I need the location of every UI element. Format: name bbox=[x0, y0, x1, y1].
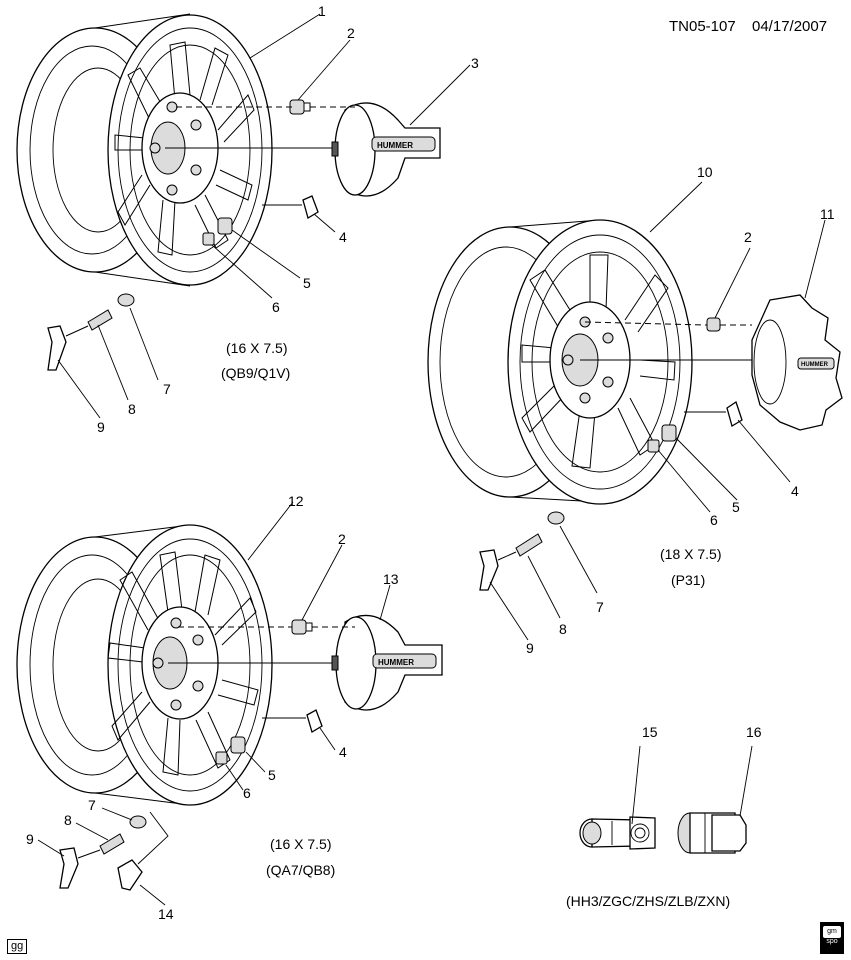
header-doc-id: TN05-107 bbox=[669, 18, 736, 35]
callout-1: 1 bbox=[318, 3, 326, 19]
grommet-3 bbox=[129, 815, 147, 829]
valve-stem-2 bbox=[515, 533, 543, 557]
grommet-1 bbox=[117, 293, 135, 307]
balance-weight-1 bbox=[302, 195, 319, 219]
wheel-2-size: (18 X 7.5) bbox=[660, 546, 722, 562]
callout-12: 12 bbox=[288, 493, 304, 509]
callout-10: 10 bbox=[697, 164, 713, 180]
header-date: 04/17/2007 bbox=[752, 18, 828, 35]
callout-4: 4 bbox=[339, 229, 347, 245]
wheel-3 bbox=[16, 524, 273, 806]
callout-6c: 6 bbox=[243, 785, 251, 801]
callout-2c: 2 bbox=[338, 531, 346, 547]
center-cap-13: HUMMER bbox=[331, 614, 443, 711]
callout-4b: 4 bbox=[791, 483, 799, 499]
wheel-1 bbox=[16, 13, 273, 287]
callout-8: 8 bbox=[128, 401, 136, 417]
wheel-assembly-1: HUMMER bbox=[16, 13, 471, 419]
cap-nut-1 bbox=[289, 99, 311, 115]
wheel-3-codes: (QA7/QB8) bbox=[266, 862, 336, 878]
callout-2: 2 bbox=[347, 25, 355, 41]
cap-brand-label-2: HUMMER bbox=[801, 362, 829, 368]
wheel-lock-16 bbox=[677, 745, 753, 854]
logo-text-bottom: spo bbox=[826, 938, 838, 945]
cap-nut-2 bbox=[706, 317, 721, 332]
callout-2b: 2 bbox=[744, 229, 752, 245]
valve-parts-1 bbox=[202, 217, 233, 246]
callout-16: 16 bbox=[746, 724, 762, 740]
wheel-assembly-3: HUMMER bbox=[16, 501, 443, 906]
callout-13: 13 bbox=[383, 571, 399, 587]
wheel-3-size: (16 X 7.5) bbox=[270, 836, 332, 852]
callout-9: 9 bbox=[97, 419, 105, 435]
callout-5b: 5 bbox=[732, 499, 740, 515]
cap-brand-label-1: HUMMER bbox=[377, 141, 413, 150]
tpms-sensor-2 bbox=[479, 549, 499, 591]
cap-brand-label-3: HUMMER bbox=[378, 658, 414, 667]
wheel-2 bbox=[427, 219, 693, 505]
logo-text-top: gm bbox=[823, 926, 841, 938]
artist-tag: gg bbox=[7, 939, 28, 954]
callout-5c: 5 bbox=[268, 767, 276, 783]
cap-nut-3 bbox=[291, 619, 313, 635]
callout-6: 6 bbox=[272, 299, 280, 315]
gm-spo-logo: gm spo bbox=[820, 922, 844, 954]
callout-8b: 8 bbox=[559, 621, 567, 637]
wheel-assembly-2: HUMMER bbox=[427, 181, 843, 641]
callout-4c: 4 bbox=[339, 744, 347, 760]
callout-9c: 9 bbox=[26, 831, 34, 847]
callout-7c: 7 bbox=[88, 797, 96, 813]
callout-3: 3 bbox=[471, 55, 479, 71]
callout-5: 5 bbox=[303, 275, 311, 291]
callout-15: 15 bbox=[642, 724, 658, 740]
wheel-2-codes: (P31) bbox=[671, 572, 706, 588]
wheel-1-size: (16 X 7.5) bbox=[226, 340, 288, 356]
callout-11: 11 bbox=[820, 206, 835, 222]
center-cap-3: HUMMER bbox=[331, 102, 441, 197]
callout-8c: 8 bbox=[64, 812, 72, 828]
callout-14: 14 bbox=[158, 906, 174, 922]
locks-codes: (HH3/ZGC/ZHS/ZLB/ZXN) bbox=[566, 893, 731, 909]
balance-weight-3 bbox=[306, 709, 323, 733]
wheel-lock-15 bbox=[579, 745, 656, 850]
tpms-sensor-3 bbox=[59, 847, 79, 889]
callout-6b: 6 bbox=[710, 512, 718, 528]
center-cap-11: HUMMER bbox=[751, 294, 843, 431]
tpms-sensor-1 bbox=[47, 325, 67, 371]
callout-7: 7 bbox=[163, 381, 171, 397]
grommet-2 bbox=[547, 511, 565, 525]
valve-stem-3 bbox=[99, 833, 125, 855]
callout-7b: 7 bbox=[596, 599, 604, 615]
wheel-1-codes: (QB9/Q1V) bbox=[221, 365, 291, 381]
callout-9b: 9 bbox=[526, 640, 534, 656]
valve-stem-1 bbox=[87, 309, 113, 331]
valve-stem-14 bbox=[117, 859, 143, 891]
